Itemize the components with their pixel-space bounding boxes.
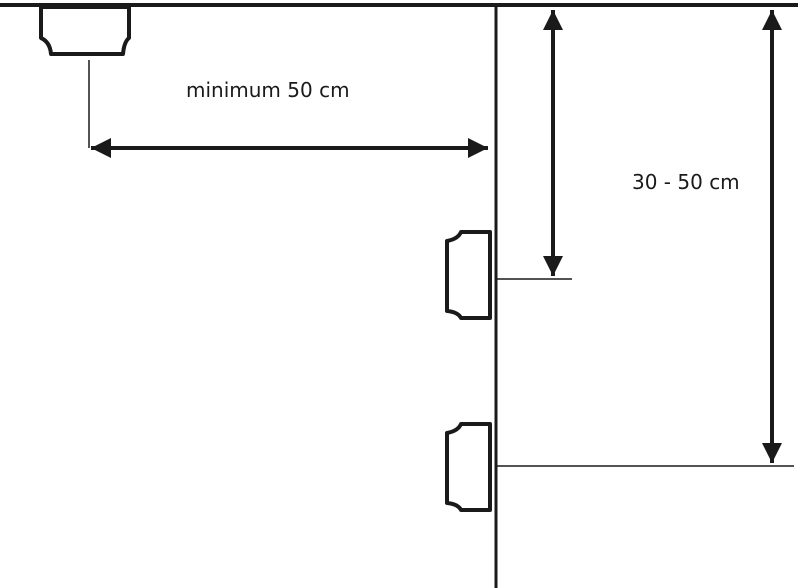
ceiling-device-icon bbox=[39, 5, 131, 56]
horizontal-distance-label: minimum 50 cm bbox=[186, 78, 350, 102]
vertical-distance-label: 30 - 50 cm bbox=[632, 170, 740, 194]
wall-device-upper-icon bbox=[445, 230, 492, 320]
wall-device-lower-icon bbox=[445, 422, 492, 512]
